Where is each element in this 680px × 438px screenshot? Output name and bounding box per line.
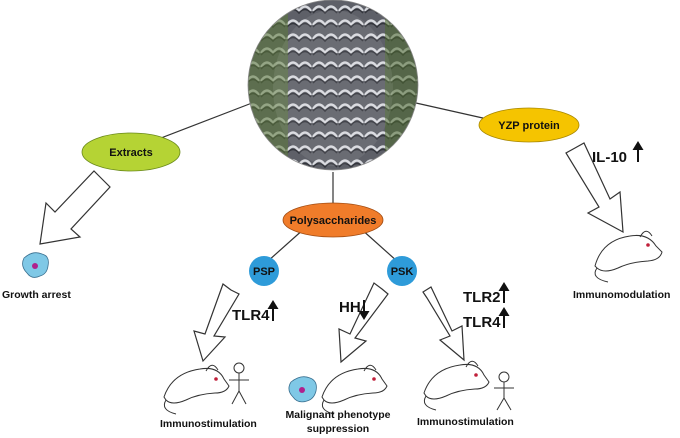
marker-il10: IL-10: [592, 141, 644, 166]
yzp-protein-node: YZP protein: [478, 107, 580, 143]
up-arrow-icon: [267, 300, 279, 321]
marker-tlr4-psk: TLR4: [463, 307, 510, 331]
psp-label: PSP: [253, 266, 275, 278]
psk-label: PSK: [391, 266, 414, 278]
line-poly-psk: [359, 227, 399, 263]
person-icon: [494, 371, 514, 411]
immunostimulation-psk-label: Immunostimulation: [417, 416, 514, 428]
person-icon: [229, 362, 249, 405]
hh-text: HH: [339, 299, 361, 316]
il10-text: IL-10: [592, 149, 627, 166]
cancer-cell-icon: [22, 252, 49, 278]
growth-arrest-label: Growth arrest: [2, 289, 71, 301]
tlr4-psp-text: TLR4: [232, 307, 270, 324]
line-poly-psp: [267, 227, 306, 262]
up-arrow-icon: [498, 307, 510, 328]
mouse-icon: [423, 360, 490, 411]
marker-tlr2: TLR2: [463, 282, 510, 306]
arrow-psk-immunostimulation: [422, 286, 465, 362]
polysaccharides-label: Polysaccharides: [290, 215, 377, 227]
arrow-psp-immunostimulation: [193, 283, 240, 363]
turkey-tail-mushroom-image: [247, 0, 419, 171]
extracts-node: Extracts: [81, 132, 181, 172]
psp-node: PSP: [249, 256, 279, 286]
extracts-label: Extracts: [109, 147, 152, 159]
tlr2-text: TLR2: [463, 289, 501, 306]
mouse-icon: [594, 230, 663, 283]
polysaccharides-node: Polysaccharides: [282, 202, 384, 238]
tlr4-psk-text: TLR4: [463, 314, 501, 331]
marker-hh: HH: [339, 299, 370, 320]
up-arrow-icon: [498, 282, 510, 303]
malignant-label-line2: suppression: [307, 423, 369, 435]
arrow-psk-malignant: [338, 282, 389, 364]
malignant-label-line1: Malignant phenotype: [286, 409, 391, 421]
immunomodulation-label: Immunomodulation: [573, 289, 670, 301]
psk-node: PSK: [387, 256, 417, 286]
mouse-icon: [321, 364, 388, 415]
immunostimulation-psp-label: Immunostimulation: [160, 418, 257, 430]
cancer-cell-icon: [288, 376, 317, 403]
up-arrow-icon: [632, 141, 644, 162]
down-arrow-icon: [358, 300, 370, 320]
marker-tlr4-psp: TLR4: [232, 300, 279, 324]
arrow-extracts-growth: [39, 170, 111, 245]
yzp-protein-label: YZP protein: [498, 120, 560, 132]
arrow-yzp-immunomodulation: [565, 142, 624, 234]
mouse-icon: [163, 364, 230, 415]
